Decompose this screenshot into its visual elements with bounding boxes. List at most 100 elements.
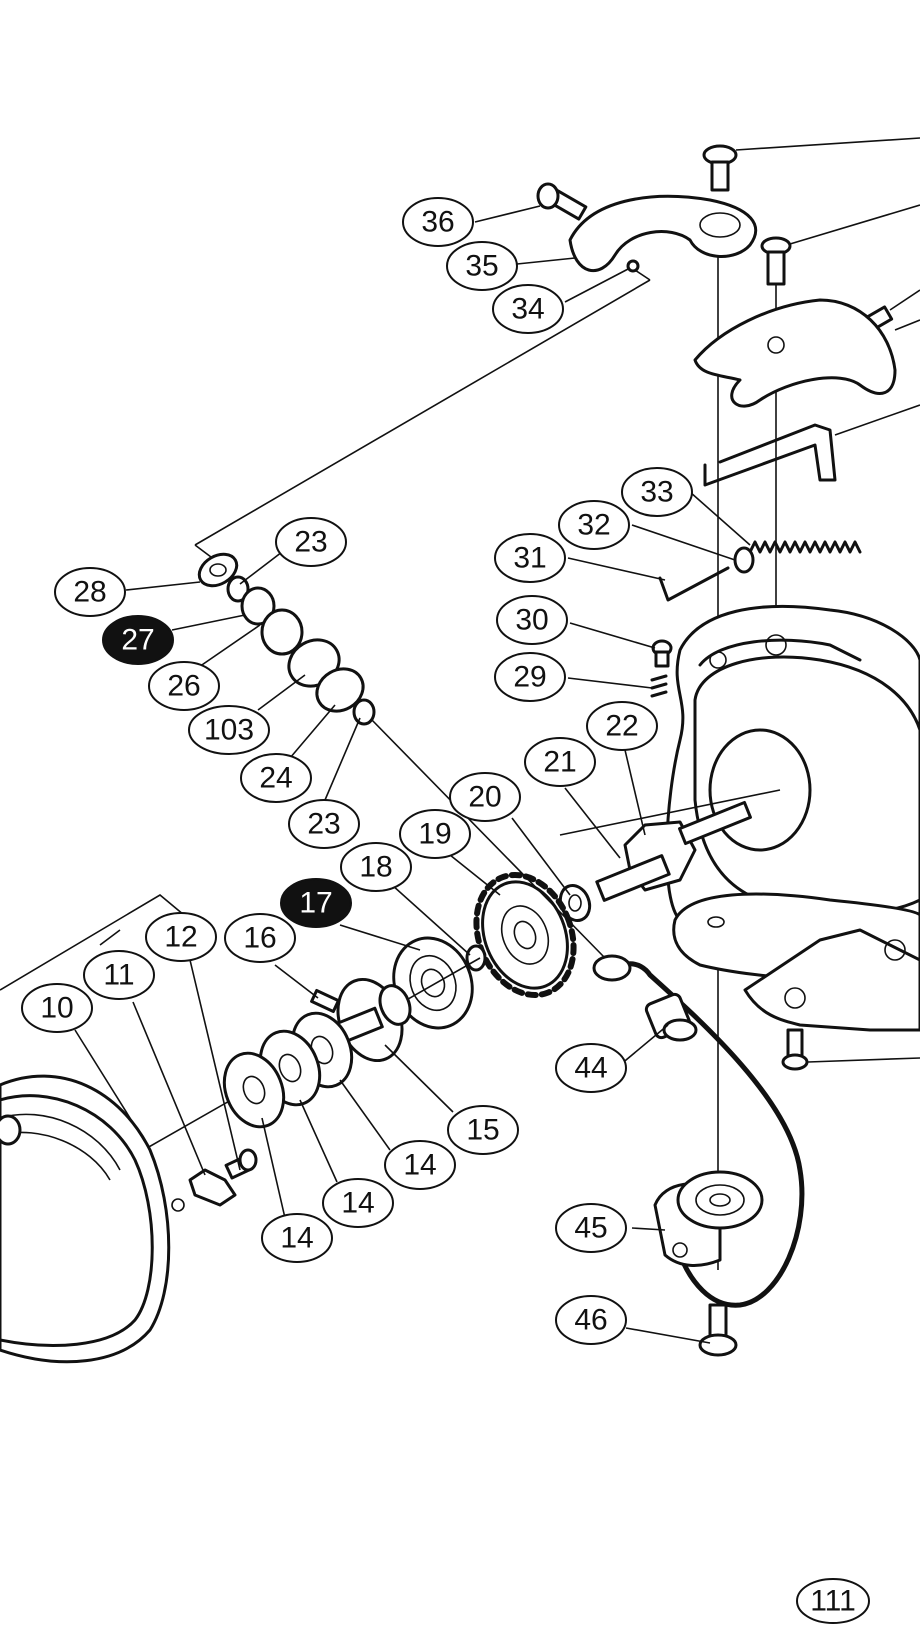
callout-bubble [449, 772, 521, 822]
callout-number: 46 [574, 1304, 607, 1337]
callout-bubble [145, 912, 217, 962]
pin [658, 566, 730, 602]
callout-number: 17 [299, 887, 332, 920]
callout-bubble [261, 1213, 333, 1263]
callout-17: 17 [280, 878, 352, 928]
callout-bubble [555, 1043, 627, 1093]
bail-support [653, 1170, 764, 1267]
roller-screw [760, 204, 920, 286]
rotor-nut [559, 789, 781, 902]
bail-lever [703, 404, 920, 487]
callout-number: 34 [511, 293, 544, 326]
callout-bubble [558, 500, 630, 550]
callout-number: 32 [577, 509, 610, 542]
callout-bubble [102, 615, 174, 665]
callout-bubble [21, 983, 93, 1033]
callout-number: 19 [418, 818, 451, 851]
callout-number: 15 [466, 1114, 499, 1147]
callout-27: 27 [102, 615, 174, 665]
callout-bubble [555, 1203, 627, 1253]
callout-44: 44 [555, 1043, 627, 1093]
callout-bubble [224, 913, 296, 963]
callout-number: 23 [307, 808, 340, 841]
callout-bubble [496, 595, 568, 645]
callout-103: 103 [188, 705, 270, 755]
callout-number: 18 [359, 851, 392, 884]
roller-housing [693, 298, 920, 408]
pin-16 [310, 988, 340, 1014]
rotor-body [665, 604, 920, 1032]
callout-12: 12 [145, 912, 217, 962]
callout-33: 33 [621, 467, 693, 517]
bottom-screw [698, 1303, 738, 1357]
callout-14: 14 [261, 1213, 333, 1263]
washer-14-c [222, 1051, 286, 1129]
rotor-cap [336, 977, 412, 1063]
callout-number: 45 [574, 1212, 607, 1245]
collar-18 [465, 944, 487, 972]
callout-24: 24 [240, 753, 312, 803]
callout-number: 21 [543, 746, 576, 779]
callout-bubble [340, 842, 412, 892]
callout-bubble [288, 799, 360, 849]
callout-number: 16 [243, 922, 276, 955]
callout-bubble [494, 652, 566, 702]
callout-number: 14 [403, 1149, 436, 1182]
callout-26: 26 [148, 661, 220, 711]
callout-bubble [492, 284, 564, 334]
callout-number: 20 [468, 781, 501, 814]
callout-number: 31 [513, 542, 546, 575]
spring [733, 540, 862, 574]
callout-bubble [399, 809, 471, 859]
callout-number: 35 [465, 250, 498, 283]
small-screw [651, 639, 673, 668]
callout-number: 30 [515, 604, 548, 637]
callout-bubble [402, 197, 474, 247]
callout-19: 19 [399, 809, 471, 859]
callout-22: 22 [586, 701, 658, 751]
callout-bubble [524, 737, 596, 787]
callout-29: 29 [494, 652, 566, 702]
callout-21: 21 [524, 737, 596, 787]
callout-20: 20 [449, 772, 521, 822]
callout-bubble [275, 517, 347, 567]
callout-28: 28 [54, 567, 126, 617]
callout-number: 14 [341, 1187, 374, 1220]
callout-number: 12 [164, 921, 197, 954]
callout-bubble [280, 878, 352, 928]
roller-bush [644, 992, 698, 1042]
callout-30: 30 [496, 595, 568, 645]
clip-and-screw [171, 1148, 258, 1212]
callout-11: 11 [83, 950, 155, 1000]
callout-bubble [586, 701, 658, 751]
callout-number: 14 [280, 1222, 313, 1255]
callout-bubble [555, 1295, 627, 1345]
callout-number: 36 [421, 206, 454, 239]
rotor-screw [781, 1028, 920, 1071]
callout-16: 16 [224, 913, 296, 963]
callout-14: 14 [384, 1140, 456, 1190]
callout-35: 35 [446, 241, 518, 291]
callout-14: 14 [322, 1178, 394, 1228]
callout-number: 29 [513, 661, 546, 694]
callout-bubble [447, 1105, 519, 1155]
callout-number: 22 [605, 710, 638, 743]
page-number-badge: 111 [796, 1578, 870, 1624]
callout-leaders [74, 205, 751, 1344]
callout-bubble [148, 661, 220, 711]
callout-bubble [83, 950, 155, 1000]
callout-31: 31 [494, 533, 566, 583]
part-drawings [0, 137, 920, 1364]
callout-18: 18 [340, 842, 412, 892]
top-screw [702, 137, 920, 192]
callout-bubble [446, 241, 518, 291]
bail-arm [536, 182, 758, 273]
callout-23: 23 [275, 517, 347, 567]
page-number: 111 [810, 1585, 856, 1618]
callout-34: 34 [492, 284, 564, 334]
callout-23: 23 [288, 799, 360, 849]
callout-15: 15 [447, 1105, 519, 1155]
callout-number: 27 [121, 624, 154, 657]
